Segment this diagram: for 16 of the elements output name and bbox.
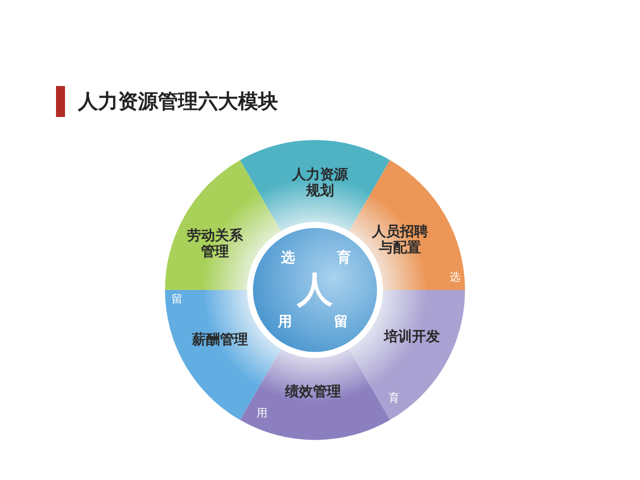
- segment-tag: 育: [388, 392, 400, 406]
- segment-label: 人力资源规划: [290, 166, 350, 200]
- segment-label: 薪酬管理: [191, 332, 249, 348]
- segment-tag: 用: [256, 408, 268, 420]
- center-label: 用: [278, 314, 292, 330]
- segment-tag: 留: [172, 294, 182, 306]
- center-label: 留: [334, 314, 348, 330]
- center-character: 人: [297, 269, 333, 311]
- segment-label: 人员招聘与配置: [370, 224, 429, 256]
- segment-label: 培训开发: [382, 328, 441, 346]
- center-label: 育: [337, 250, 351, 266]
- page-title: 人力资源管理六大模块: [78, 88, 278, 115]
- segment-tag: 选: [450, 272, 460, 284]
- segment-label: 劳动关系管理: [186, 228, 244, 260]
- segment-label: 绩效管理: [284, 384, 342, 400]
- center-label: 选: [281, 250, 295, 266]
